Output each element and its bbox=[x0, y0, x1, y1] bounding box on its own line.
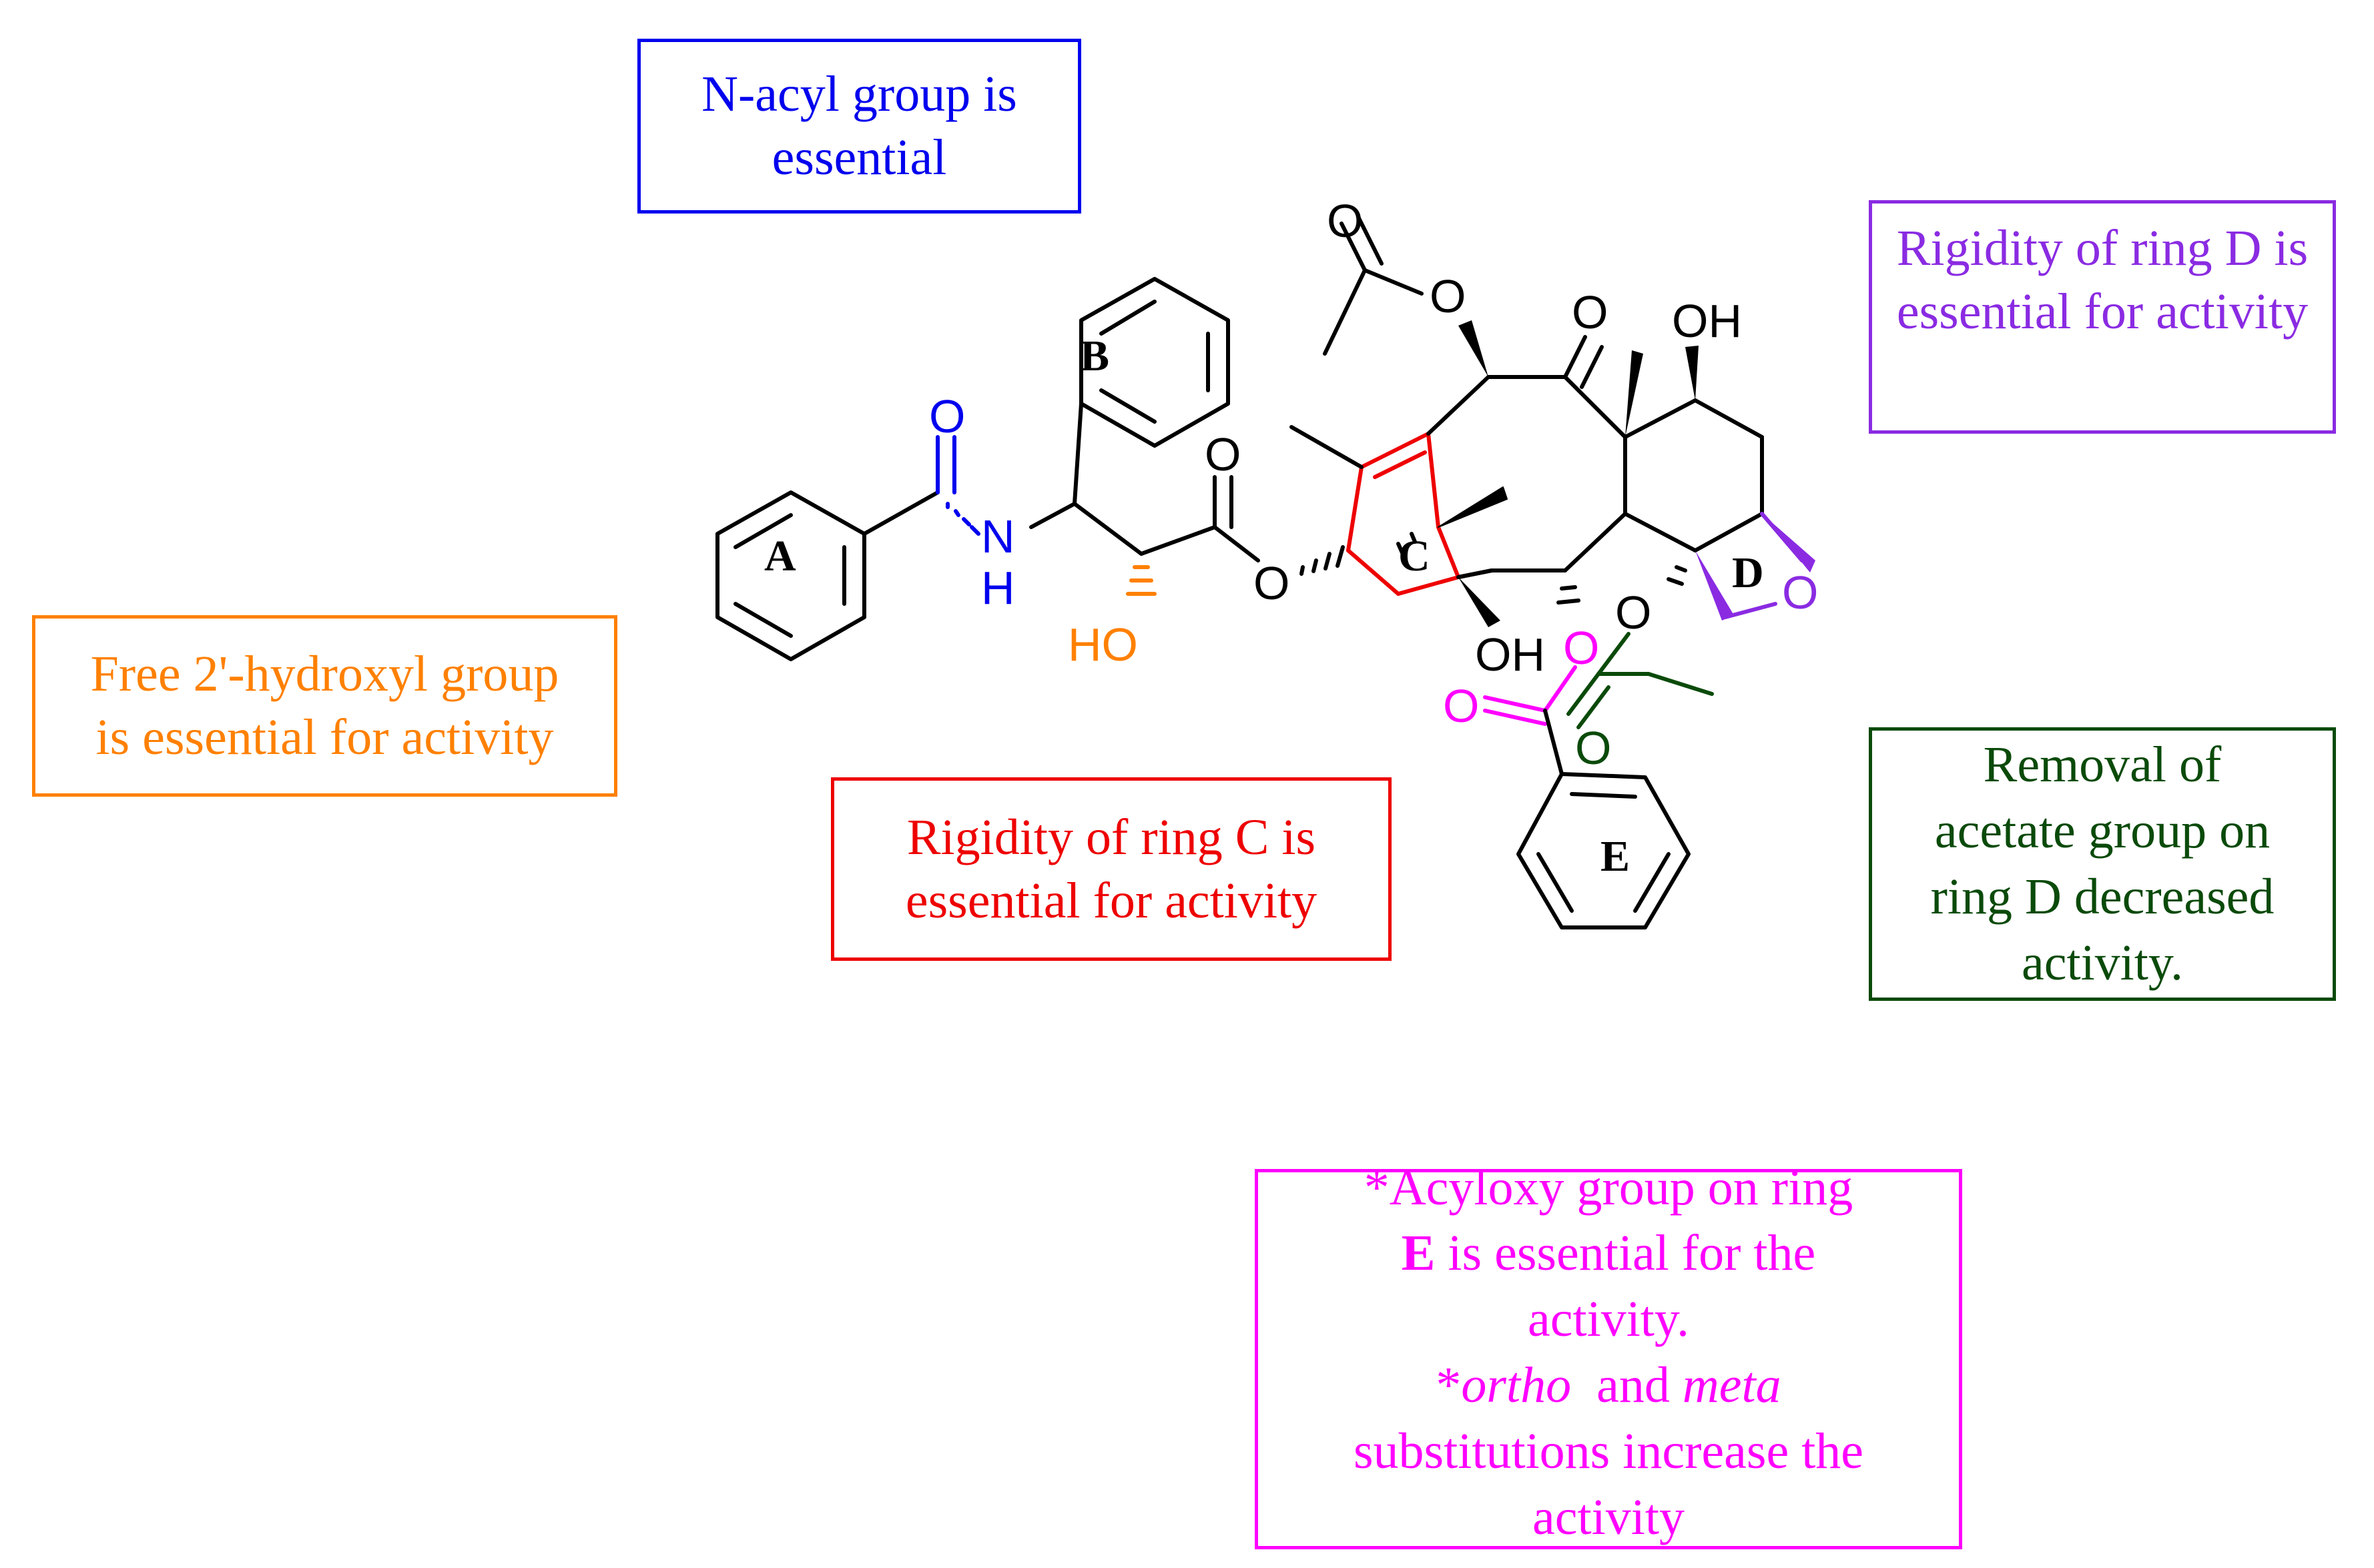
ring-label-e: E bbox=[1600, 832, 1630, 881]
c15-hashed-bond bbox=[1396, 532, 1417, 558]
note-nacyl: N-acyl group is essential bbox=[637, 39, 1081, 214]
ring-label-b: B bbox=[1080, 332, 1109, 380]
bond-n-c3 bbox=[1029, 502, 1077, 529]
bond-c3-c2 bbox=[1073, 502, 1143, 556]
amide-hashed-bond bbox=[946, 502, 980, 536]
note-acyloxy-meta: meta bbox=[1682, 1357, 1781, 1413]
bond-b-c3 bbox=[1073, 402, 1083, 506]
amide-carbonyl bbox=[936, 435, 956, 494]
note-ring-c: Rigidity of ring C is essential for acti… bbox=[831, 777, 1392, 961]
ring-a-benzene bbox=[715, 490, 866, 661]
note-hydroxyl-line1: Free 2'-hydroxyl group bbox=[90, 646, 559, 702]
note-hydroxyl: Free 2'-hydroxyl group is essential for … bbox=[32, 615, 617, 797]
atom-o-benzoate-ester: O bbox=[1563, 622, 1599, 674]
note-acyloxy-star: * bbox=[1436, 1357, 1462, 1413]
note-acyloxy-line2: E is essential for the bbox=[1354, 1220, 1863, 1286]
c15-wedge-methyl bbox=[1438, 486, 1508, 528]
note-acyloxy-ring-e-bold: E bbox=[1401, 1225, 1436, 1282]
c4-acetate bbox=[1566, 632, 1714, 729]
atom-oh-bottom: OH bbox=[1475, 629, 1545, 681]
ring-label-c: C bbox=[1398, 532, 1430, 580]
c7-wedge-oh bbox=[1685, 346, 1699, 400]
ring-c bbox=[1346, 432, 1460, 596]
note-acyloxy-ortho: ortho bbox=[1461, 1357, 1572, 1413]
note-acyloxy-line6: activity bbox=[1532, 1489, 1685, 1545]
atom-ho: HO bbox=[1068, 619, 1138, 671]
note-acetate: Removal of acetate group on ring D decre… bbox=[1869, 727, 2336, 1001]
note-acyloxy-line5: substitutions increase the bbox=[1353, 1423, 1864, 1479]
note-acyloxy-line1: *Acyloxy group on ring bbox=[1364, 1159, 1853, 1216]
note-ring-d-line1: Rigidity of ring D is bbox=[1896, 220, 2309, 276]
c10-acetate bbox=[1323, 215, 1424, 356]
atom-o-acetyl-carbonyl: O bbox=[1327, 195, 1363, 247]
note-ring-d: Rigidity of ring D is essential for acti… bbox=[1869, 200, 2336, 434]
note-hydroxyl-line2: is essential for activity bbox=[95, 709, 554, 765]
bond-a-carbonyl bbox=[862, 490, 940, 536]
atom-o-benzoate-carbonyl: O bbox=[1443, 680, 1479, 732]
bond-benzoate-ring-e bbox=[1543, 709, 1564, 776]
c4-hashed-bond bbox=[1667, 565, 1687, 586]
atom-o-acetate-ester: O bbox=[1615, 586, 1651, 639]
note-nacyl-line2: essential bbox=[772, 129, 947, 185]
note-acyloxy-line4: *ortho and meta bbox=[1354, 1352, 1863, 1419]
ester-carbonyl bbox=[1213, 475, 1233, 529]
note-acetate-line1: Removal of bbox=[1983, 737, 2222, 793]
note-nacyl-line1: N-acyl group is bbox=[701, 66, 1017, 122]
oxetane-wedge-1 bbox=[1762, 514, 1815, 572]
c9-ketone bbox=[1563, 335, 1604, 389]
atom-o-ketone: O bbox=[1572, 286, 1608, 338]
ring-cyclohexane bbox=[1623, 398, 1764, 552]
atom-o-oxetane: O bbox=[1782, 566, 1818, 619]
atom-h: H bbox=[981, 562, 1015, 614]
c10-wedge-o bbox=[1458, 320, 1488, 377]
note-acyloxy: *Acyloxy group on ring E is essential fo… bbox=[1255, 1160, 1962, 1549]
note-ring-c-line1: Rigidity of ring C is bbox=[906, 809, 1316, 865]
atom-o-acetyl: O bbox=[1430, 270, 1466, 322]
note-ring-d-line2: essential for activity bbox=[1896, 284, 2309, 340]
oxetane-wedge-2 bbox=[1695, 550, 1734, 621]
c8-wedge-methyl bbox=[1625, 350, 1643, 437]
atom-oh-top: OH bbox=[1672, 295, 1742, 347]
note-ring-c-line2: essential for activity bbox=[905, 872, 1317, 929]
note-acyloxy-and: and bbox=[1571, 1357, 1683, 1413]
hydroxyl-hashed-bond bbox=[1126, 565, 1157, 596]
note-acyloxy-line3: activity. bbox=[1528, 1291, 1689, 1348]
c2-hashed-bond bbox=[1556, 585, 1580, 605]
atom-o-amide: O bbox=[929, 390, 965, 442]
c2-benzoate bbox=[1483, 665, 1577, 726]
atom-o-ester-carbonyl: O bbox=[1205, 428, 1241, 480]
note-acetate-line2: acetate group on bbox=[1934, 803, 2271, 859]
note-acetate-line3: ring D decreased bbox=[1930, 869, 2275, 925]
atom-n: N bbox=[981, 510, 1015, 562]
c1-wedge-oh bbox=[1458, 577, 1500, 627]
ring-e-benzene bbox=[1516, 772, 1691, 929]
c18-methyl bbox=[1289, 425, 1364, 469]
ring-label-d: D bbox=[1732, 548, 1764, 597]
note-acetate-line4: activity. bbox=[2021, 934, 2183, 991]
c13-hashed-bond bbox=[1299, 545, 1345, 576]
atom-o-acetate-carbonyl: O bbox=[1575, 722, 1611, 774]
bond-c1-o bbox=[1213, 525, 1260, 562]
note-acyloxy-line2-rest: is essential for the bbox=[1435, 1225, 1816, 1282]
atom-o-ester: O bbox=[1253, 557, 1289, 609]
ring-b-eight bbox=[1426, 375, 1627, 579]
ring-label-a: A bbox=[764, 532, 796, 580]
bond-c2-c1 bbox=[1139, 525, 1217, 556]
